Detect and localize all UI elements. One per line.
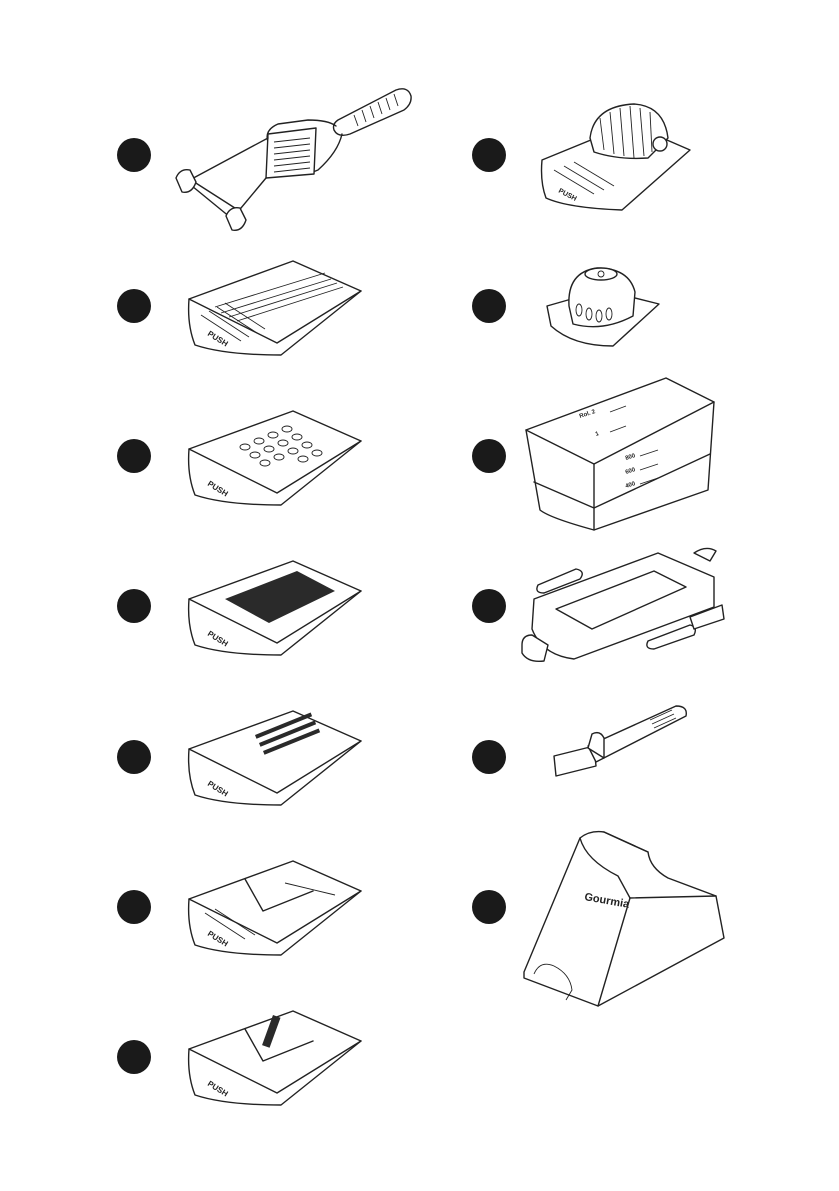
container-lid <box>518 545 728 675</box>
item-marker-9 <box>472 289 506 323</box>
item-marker-3 <box>117 439 151 473</box>
item-marker-1 <box>117 138 151 172</box>
item-marker-7 <box>117 1040 151 1074</box>
slicing-blade-insert: PUSH <box>185 255 365 370</box>
storage-stand: Gourmia <box>520 828 725 1008</box>
item-marker-4 <box>117 589 151 623</box>
item-marker-11 <box>472 589 506 623</box>
hand-guard <box>543 262 663 357</box>
item-marker-8 <box>472 138 506 172</box>
storage-container: Rol. 2 1 800 600 400 <box>520 372 720 532</box>
item-marker-5 <box>117 740 151 774</box>
food-holder-on-tray: PUSH <box>538 98 698 223</box>
shredding-blade-insert: PUSH <box>185 405 365 520</box>
item-marker-12 <box>472 740 506 774</box>
fine-grater-insert: PUSH <box>185 555 365 670</box>
coarse-grater-insert: PUSH <box>185 705 365 820</box>
item-marker-6 <box>117 890 151 924</box>
cleaning-tool <box>552 702 692 782</box>
item-marker-13 <box>472 890 506 924</box>
v-julienne-insert: PUSH <box>185 1005 365 1120</box>
item-marker-2 <box>117 289 151 323</box>
handheld-slicer-frame <box>168 82 418 247</box>
item-marker-10 <box>472 439 506 473</box>
v-blade-insert: PUSH <box>185 855 365 970</box>
